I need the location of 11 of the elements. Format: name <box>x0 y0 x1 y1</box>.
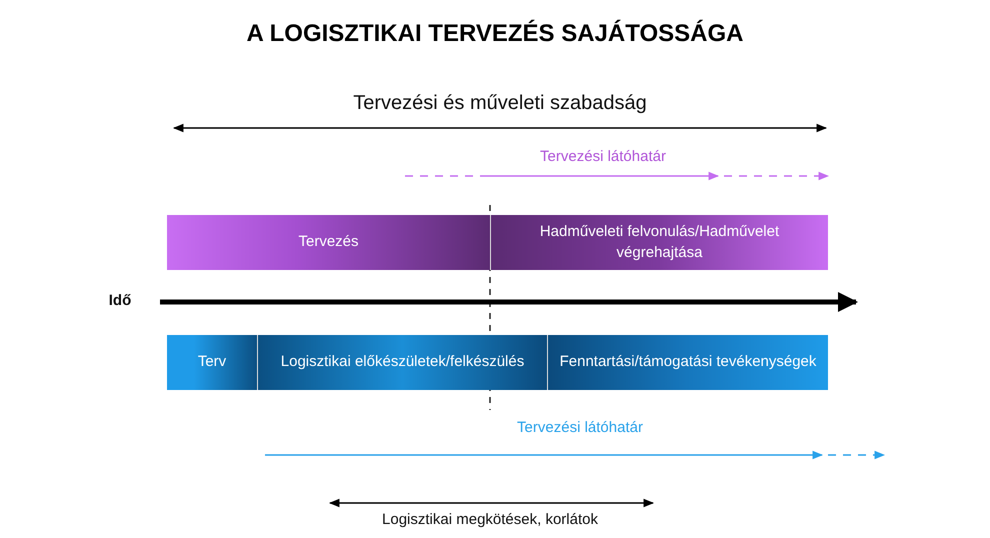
arrow-label: Logisztikai megkötések, korlátok <box>382 511 598 528</box>
arrow-label: Tervezési látóhatár <box>517 419 643 436</box>
diagram-title: A LOGISZTIKAI TERVEZÉS SAJÁTOSSÁGA <box>246 20 744 48</box>
arrow-label: Tervezési és műveleti szabadság <box>353 92 647 115</box>
timeline-segment: Terv <box>167 335 257 390</box>
axis-label: Idő <box>108 292 132 309</box>
timeline-segment: Tervezés <box>167 215 490 270</box>
timeline-segment: Hadműveleti felvonulás/Hadművelet végrehajtása <box>490 215 828 270</box>
timeline-segment: Fenntartási/támogatási tevékenységek <box>547 335 828 390</box>
arrow-label: Tervezési látóhatár <box>540 148 666 165</box>
timeline-segment: Logisztikai előkészületek/felkészülés <box>257 335 547 390</box>
